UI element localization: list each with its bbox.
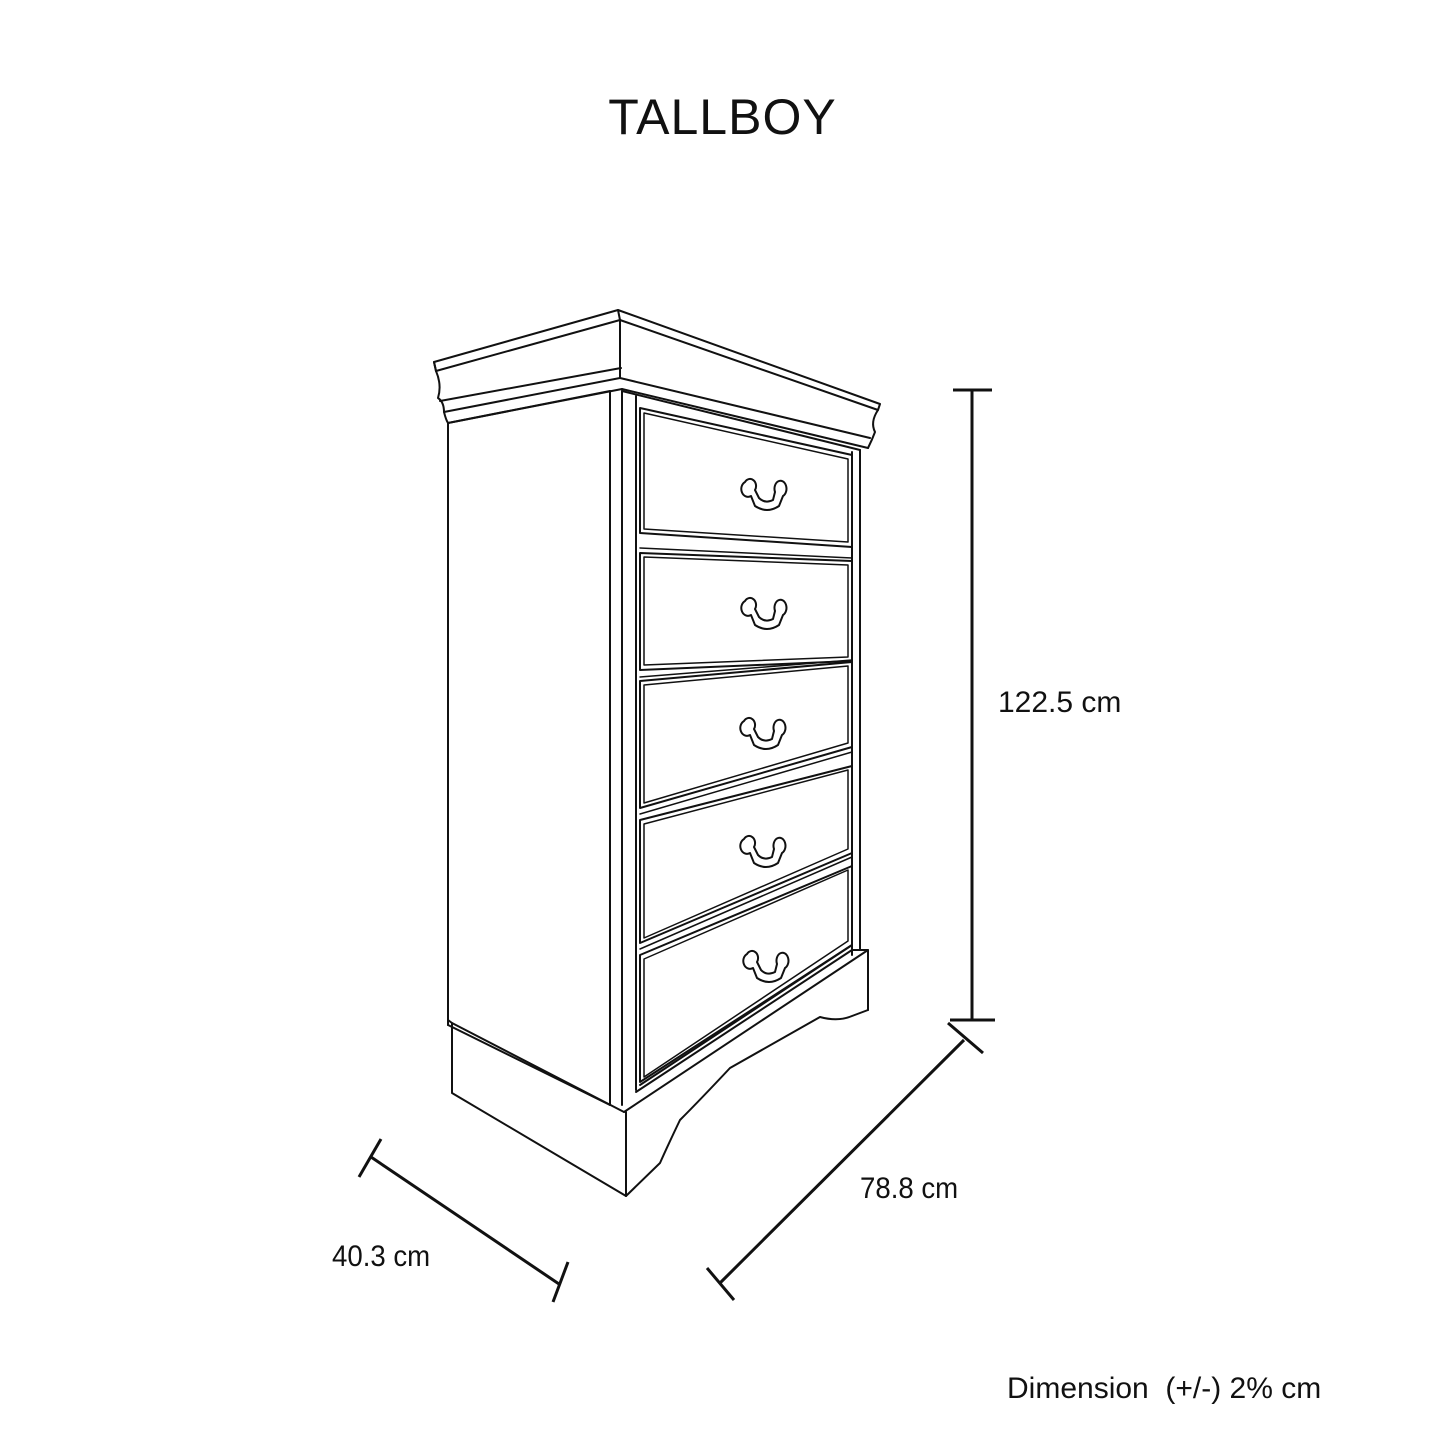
drawer-3[interactable]	[639, 659, 853, 809]
height-dimension-line-icon	[950, 388, 995, 1022]
diagram-title: TALLBOY	[608, 89, 837, 145]
side-panel	[447, 390, 623, 1106]
plinth-base	[447, 944, 869, 1197]
bail-pull-handle-icon	[739, 477, 790, 983]
drawer-5[interactable]	[639, 856, 853, 1083]
width-dimension-line-icon	[705, 1021, 984, 1301]
depth-dimension-line-icon	[357, 1138, 570, 1303]
front-frame	[621, 390, 861, 1091]
height-label: 122.5 cm	[998, 686, 1122, 719]
width-label: 78.8 cm	[860, 1172, 959, 1205]
tolerance-note: Dimension (+/-) 2% cm	[1007, 1372, 1322, 1405]
crown-moulding	[433, 309, 881, 449]
drawer-1[interactable]	[639, 407, 853, 548]
drawer-2[interactable]	[639, 547, 853, 671]
depth-label: 40.3 cm	[332, 1240, 431, 1273]
drawer-4[interactable]	[639, 751, 853, 944]
